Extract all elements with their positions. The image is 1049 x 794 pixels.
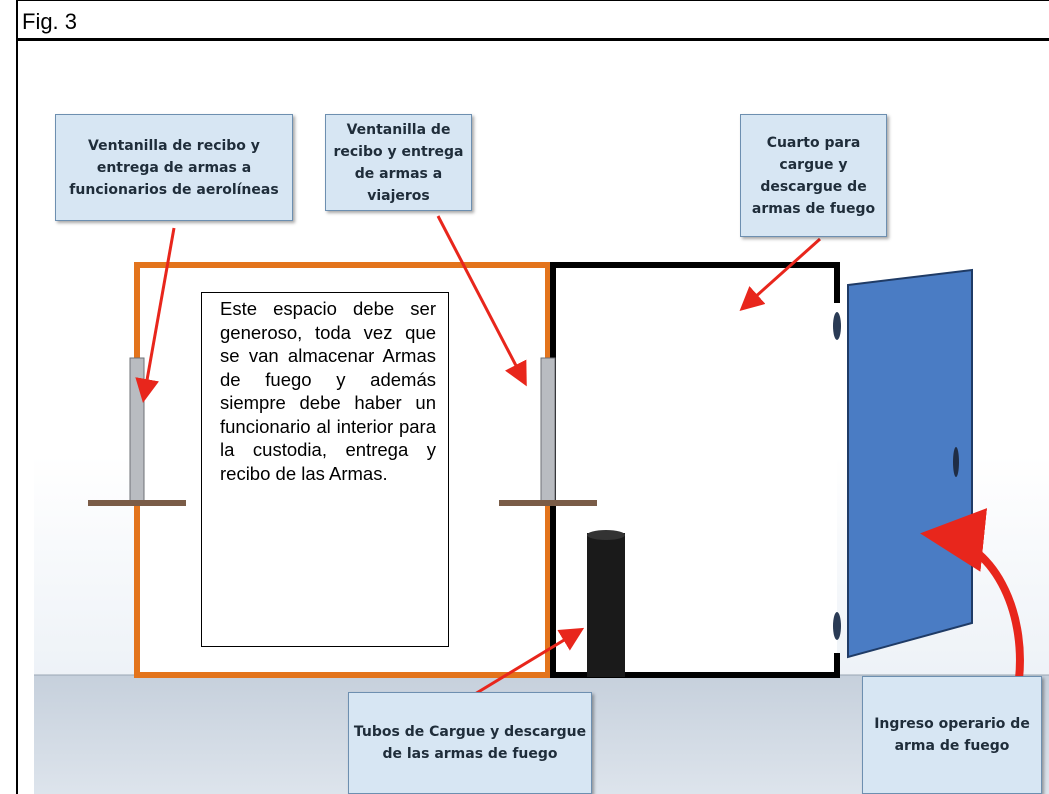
storage-note: Este espacio debe ser generoso, toda vez… bbox=[201, 292, 449, 647]
frame-top-line bbox=[16, 0, 1049, 1]
frame-header-divider bbox=[16, 38, 1049, 41]
door-hinge-bottom bbox=[833, 612, 841, 640]
frame-left-line bbox=[16, 0, 18, 794]
arrow-traveler-window bbox=[436, 215, 527, 387]
arrow-loading-room bbox=[739, 237, 822, 312]
callout-traveler-window: Ventanilla de recibo y entrega de armas … bbox=[325, 114, 472, 211]
arrow-loading-tube bbox=[469, 627, 585, 699]
door-handle bbox=[953, 447, 959, 477]
loading-tube-top bbox=[587, 530, 625, 540]
arrow-airline-window bbox=[135, 227, 176, 403]
airline-window-counter bbox=[88, 500, 186, 506]
callout-loading-room: Cuarto para cargue y descargue de armas … bbox=[740, 114, 887, 237]
callout-operator-entry: Ingreso operario de arma de fuego bbox=[862, 676, 1042, 794]
diagram-scene: Ventanilla de recibo y entrega de armas … bbox=[34, 41, 1049, 794]
callout-loading-tubes: Tubos de Cargue y descargue de las armas… bbox=[348, 692, 592, 794]
traveler-window-panel bbox=[540, 357, 556, 505]
airline-window-panel bbox=[129, 357, 145, 505]
callout-airline-window: Ventanilla de recibo y entrega de armas … bbox=[55, 114, 293, 221]
door-hinge-top bbox=[833, 312, 841, 340]
traveler-window-counter bbox=[499, 500, 597, 506]
arrow-operator-entry bbox=[920, 508, 1024, 680]
loading-tube bbox=[587, 533, 625, 677]
figure-label: Fig. 3 bbox=[22, 9, 78, 34]
